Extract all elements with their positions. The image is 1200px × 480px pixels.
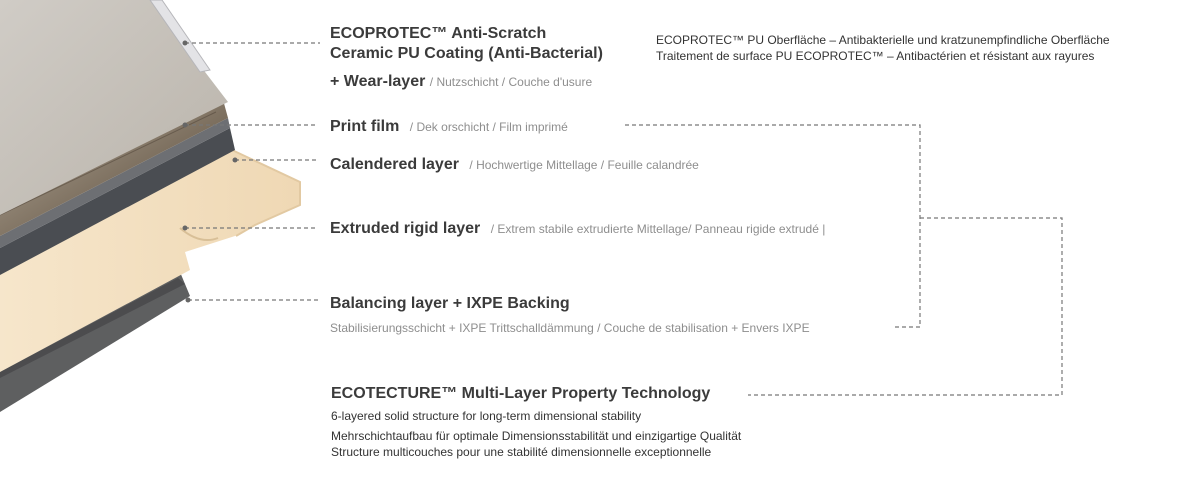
coating-title-line1: ECOPROTEC™ Anti-Scratch (330, 25, 547, 42)
extruded-title: Extruded rigid layer (330, 220, 481, 237)
leader-dots (182, 40, 238, 303)
technology-line-3: Structure multicouches pour une stabilit… (331, 445, 712, 459)
print-film-title: Print film (330, 118, 400, 135)
technology-line-2: Mehrschichtaufbau für optimale Dimension… (331, 429, 742, 443)
extruded-label: Extruded rigid layer / Extrem stabile ex… (330, 219, 825, 238)
calendered-subtitle: / Hochwertige Mittellage / Feuille calan… (469, 158, 699, 172)
coating-desc-de: ECOPROTEC™ PU Oberfläche – Antibakteriel… (656, 33, 1110, 47)
balancing-title: Balancing layer + IXPE Backing (330, 295, 570, 312)
print-film-label: Print film / Dek orschicht / Film imprim… (330, 117, 568, 136)
technology-title: ECOTECTURE™ Multi-Layer Property Technol… (331, 385, 711, 402)
core-groove (179, 227, 219, 241)
extruded-subtitle: / Extrem stabile extrudierte Mittellage/… (490, 222, 826, 236)
technology-line-1: 6-layered solid structure for long-term … (331, 409, 642, 423)
core-layer (0, 150, 300, 372)
wear-layer-label: + Wear-layer / Nutzschicht / Couche d'us… (330, 72, 592, 91)
coating-title-line2: Ceramic PU Coating (Anti-Bacterial) (330, 45, 603, 62)
wear-layer-title: + Wear-layer (330, 73, 426, 90)
wear-layer-subtitle: / Nutzschicht / Couche d'usure (429, 75, 593, 89)
bracket-connectors (625, 124, 1063, 396)
coating-desc-fr: Traitement de surface PU ECOPROTEC™ – An… (656, 49, 1095, 63)
core-edge (231, 149, 301, 237)
coating-film (149, 0, 211, 73)
wood-decor-layer (0, 96, 228, 236)
print-film-layer (0, 118, 230, 248)
leader-lines (185, 42, 320, 301)
print-film-subtitle: / Dek orschicht / Film imprimé (409, 120, 568, 134)
wear-layer-surface (0, 0, 228, 215)
calendered-title: Calendered layer (330, 156, 459, 173)
backing-layer (0, 272, 190, 412)
calendered-label: Calendered layer / Hochwertige Mittellag… (330, 155, 699, 174)
calendered-layer (0, 128, 235, 275)
balancing-layer (0, 278, 185, 378)
balancing-subtitle: Stabilisierungsschicht + IXPE Trittschal… (330, 321, 810, 335)
